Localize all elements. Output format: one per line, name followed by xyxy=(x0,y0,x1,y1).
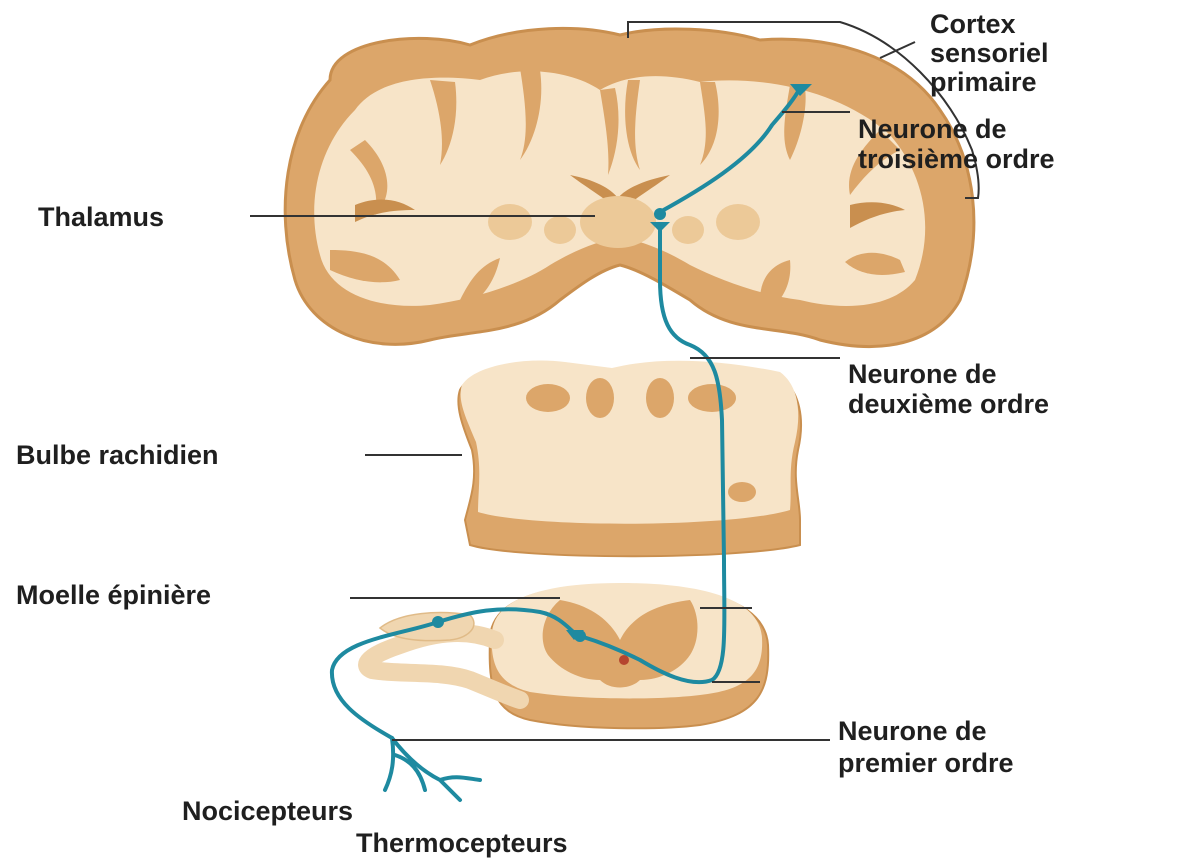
basal-ganglia-left xyxy=(488,204,532,240)
brain-white-matter xyxy=(314,71,925,306)
thalamus-label: Thalamus xyxy=(38,202,164,232)
cortex-label-line3: primaire xyxy=(930,67,1037,97)
second-order-label-line1: Neurone de xyxy=(848,359,997,389)
basal-ganglia-left-inner xyxy=(544,216,576,244)
medulla-label: Bulbe rachidien xyxy=(16,440,219,470)
thalamus-structure xyxy=(580,196,656,248)
brain-section xyxy=(285,28,974,346)
basal-ganglia-right xyxy=(716,204,760,240)
cortex-label-line1: Cortex xyxy=(930,9,1016,39)
third-order-cell-body xyxy=(654,208,666,220)
central-canal xyxy=(619,655,629,665)
first-order-label-line1: Neurone de xyxy=(838,716,987,746)
basal-ganglia-right-inner xyxy=(672,216,704,244)
first-order-label-line2: premier ordre xyxy=(838,748,1014,778)
spinal-cord-label: Moelle épinière xyxy=(16,580,211,610)
medulla-section xyxy=(458,361,801,557)
second-order-label-line2: deuxième ordre xyxy=(848,389,1049,419)
third-order-label-line2: troisième ordre xyxy=(858,144,1055,174)
cortex-label-line2: sensoriel xyxy=(930,38,1049,68)
spinal-cord-section xyxy=(367,583,768,728)
thermoceptors-label: Thermocepteurs xyxy=(356,828,568,858)
third-order-label-line1: Neurone de xyxy=(858,114,1007,144)
first-order-branches xyxy=(385,738,480,800)
nociceptors-label: Nocicepteurs xyxy=(182,796,353,826)
first-order-cell-body xyxy=(432,616,444,628)
